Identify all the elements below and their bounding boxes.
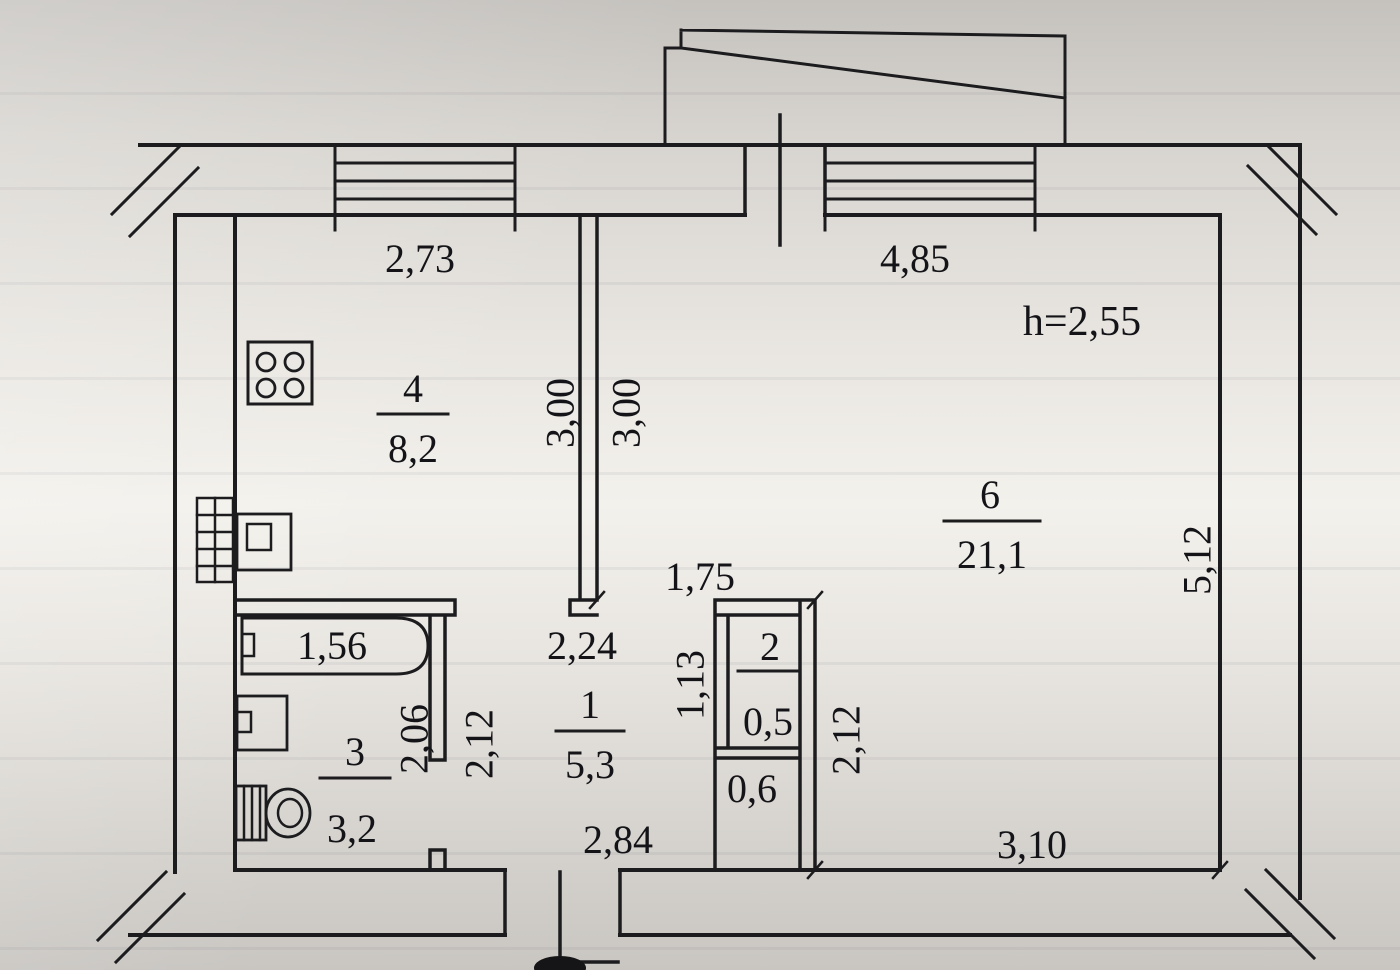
room-living-area: 21,1	[957, 532, 1027, 577]
room-closet-area: 0,5	[743, 699, 793, 744]
dim-closet-height: 1,13	[668, 650, 713, 720]
dim-hall-depth-right: 2,12	[824, 705, 869, 775]
bathtub-icon	[240, 616, 430, 676]
dim-ceiling-height: h=2,55	[1023, 299, 1141, 345]
room-bath-area: 3,2	[327, 806, 377, 851]
balcony-symbol	[663, 28, 1067, 147]
room-fraction-bars	[318, 412, 1042, 780]
room-living-number: 6	[980, 472, 1000, 517]
stove-icon	[246, 340, 314, 406]
dim-living-notch-width: 1,75	[665, 554, 735, 599]
dim-hall-width-bottom: 2,84	[583, 817, 653, 862]
kitchen-sink-icon	[235, 512, 293, 572]
dim-living-width-top: 4,85	[880, 236, 950, 281]
dim-bath-tub-length: 1,56	[297, 623, 367, 668]
washbasin-icon	[235, 694, 289, 752]
room-niche-area: 0,6	[727, 766, 777, 811]
dim-hall-depth-left: 2,12	[457, 709, 502, 779]
wall-break-marks	[95, 143, 1339, 965]
dim-living-width-bottom: 3,10	[997, 822, 1067, 867]
entrance-stamp-blob	[534, 956, 586, 970]
labels: 2,73 4,85 h=2,55 4 8,2 3,00 3,00 6 21,1 …	[297, 236, 1220, 867]
toilet-icon	[234, 784, 312, 842]
room-hall-number: 1	[580, 682, 600, 727]
balcony-door-symbol	[743, 113, 827, 247]
room-closet-number: 2	[760, 624, 780, 669]
entrance-door-symbol	[503, 868, 622, 970]
dim-living-depth: 3,00	[604, 378, 649, 448]
room-kitchen-number: 4	[403, 366, 423, 411]
dim-living-height-right: 5,12	[1175, 525, 1220, 595]
dim-kitchen-width-top: 2,73	[385, 236, 455, 281]
dim-kitchen-depth: 3,00	[538, 378, 583, 448]
room-hall-area: 5,3	[565, 742, 615, 787]
room-bath-number: 3	[345, 729, 365, 774]
room-kitchen-area: 8,2	[388, 426, 438, 471]
interior-walls	[233, 213, 817, 872]
dim-hall-width-top: 2,24	[547, 623, 617, 668]
window-kitchen-symbol	[333, 143, 517, 232]
radiator-icon	[195, 496, 235, 584]
dim-bath-depth: 2,06	[392, 704, 437, 774]
dimension-ticks	[588, 590, 1229, 880]
outer-walls	[128, 143, 1302, 937]
window-living-symbol	[823, 143, 1037, 232]
